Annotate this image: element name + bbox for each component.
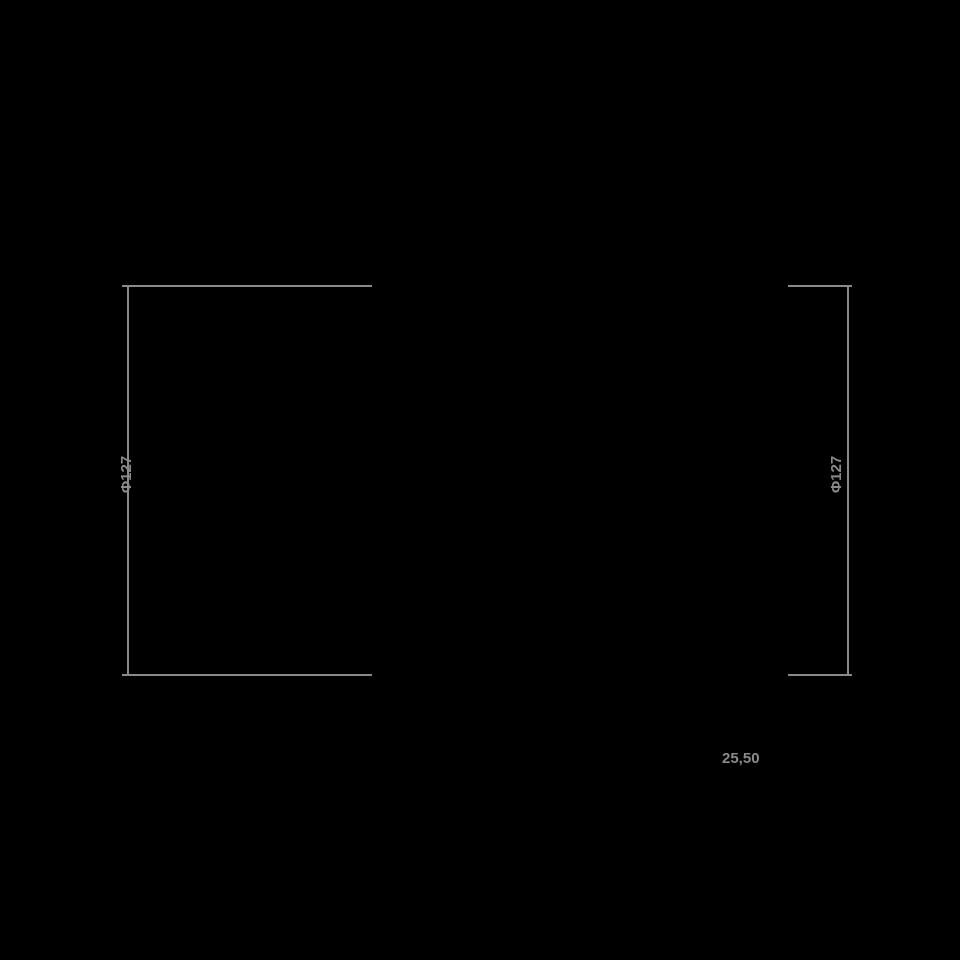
side-dimension: [788, 285, 852, 676]
front-dimension: [122, 285, 372, 676]
front-diameter-label: Φ127: [118, 455, 136, 494]
side-height-label: Φ127: [828, 455, 846, 494]
side-view: [690, 284, 808, 745]
front-view: [176, 284, 568, 676]
side-depth-label: 25,50: [722, 750, 760, 767]
